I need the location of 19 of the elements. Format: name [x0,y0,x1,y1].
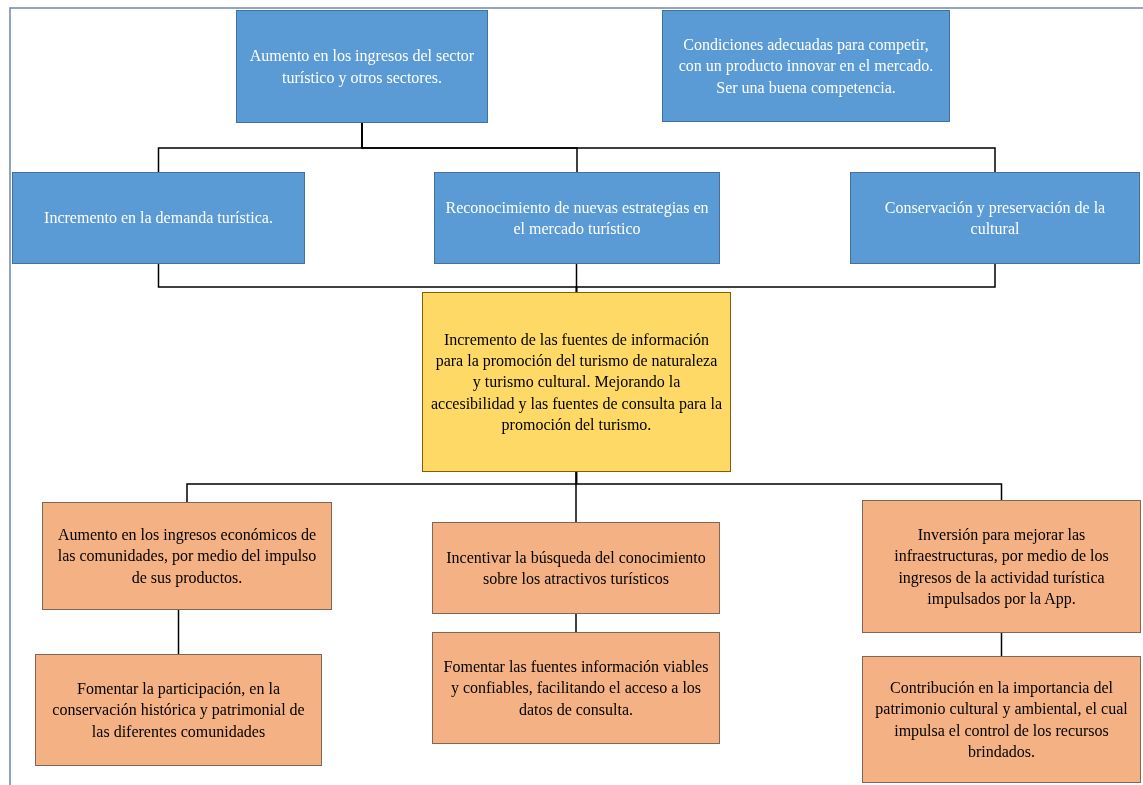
text-box: Reconocimiento de nuevas estrategias en el mercado turístico [434,172,720,264]
text-box: Incremento en la demanda turística. [12,172,305,264]
text-box: Condiciones adecuadas para competir, con un producto innovar en el mercado. Ser una buena competencia. [662,10,950,122]
text-box: Incentivar la búsqueda del conocimiento sobre los atractivos turísticos [432,522,720,614]
text-box: Inversión para mejorar las infraestructuras, por medio de los ingresos de la actividad turística impulsados por la App. [862,500,1141,633]
text-box: Incremento de las fuentes de información para la promoción del turismo de naturaleza y turismo cultural. Mejorando la accesibilidad y las fuentes de consulta para la promoción del turismo. [422,292,731,472]
connector-line [177,609,180,655]
text-box: Aumento en los ingresos económicos de las comunidades, por medio del impulso de sus productos. [42,502,332,610]
text-box: Fomentar la participación, en la conservación histórica y patrimonial de las diferentes comunidades [35,654,322,766]
connector-line [575,263,996,293]
connector-line [575,613,577,633]
connector-line [575,471,577,523]
text-box: Fomentar las fuentes información viables y confiables, facilitando el acceso a los datos de consulta. [432,632,720,744]
text-box: Contribución en la importancia del patrimonio cultural y ambiental, el cual impulsa el control de los recursos brindados. [862,656,1141,783]
connector-line [361,122,996,173]
text-box: Aumento en los ingresos del sector turístico y otros sectores. [236,10,488,123]
connector-line [1000,632,1003,657]
connector-line [575,471,1003,501]
text-box: Conservación y preservación de la cultural [850,172,1140,264]
